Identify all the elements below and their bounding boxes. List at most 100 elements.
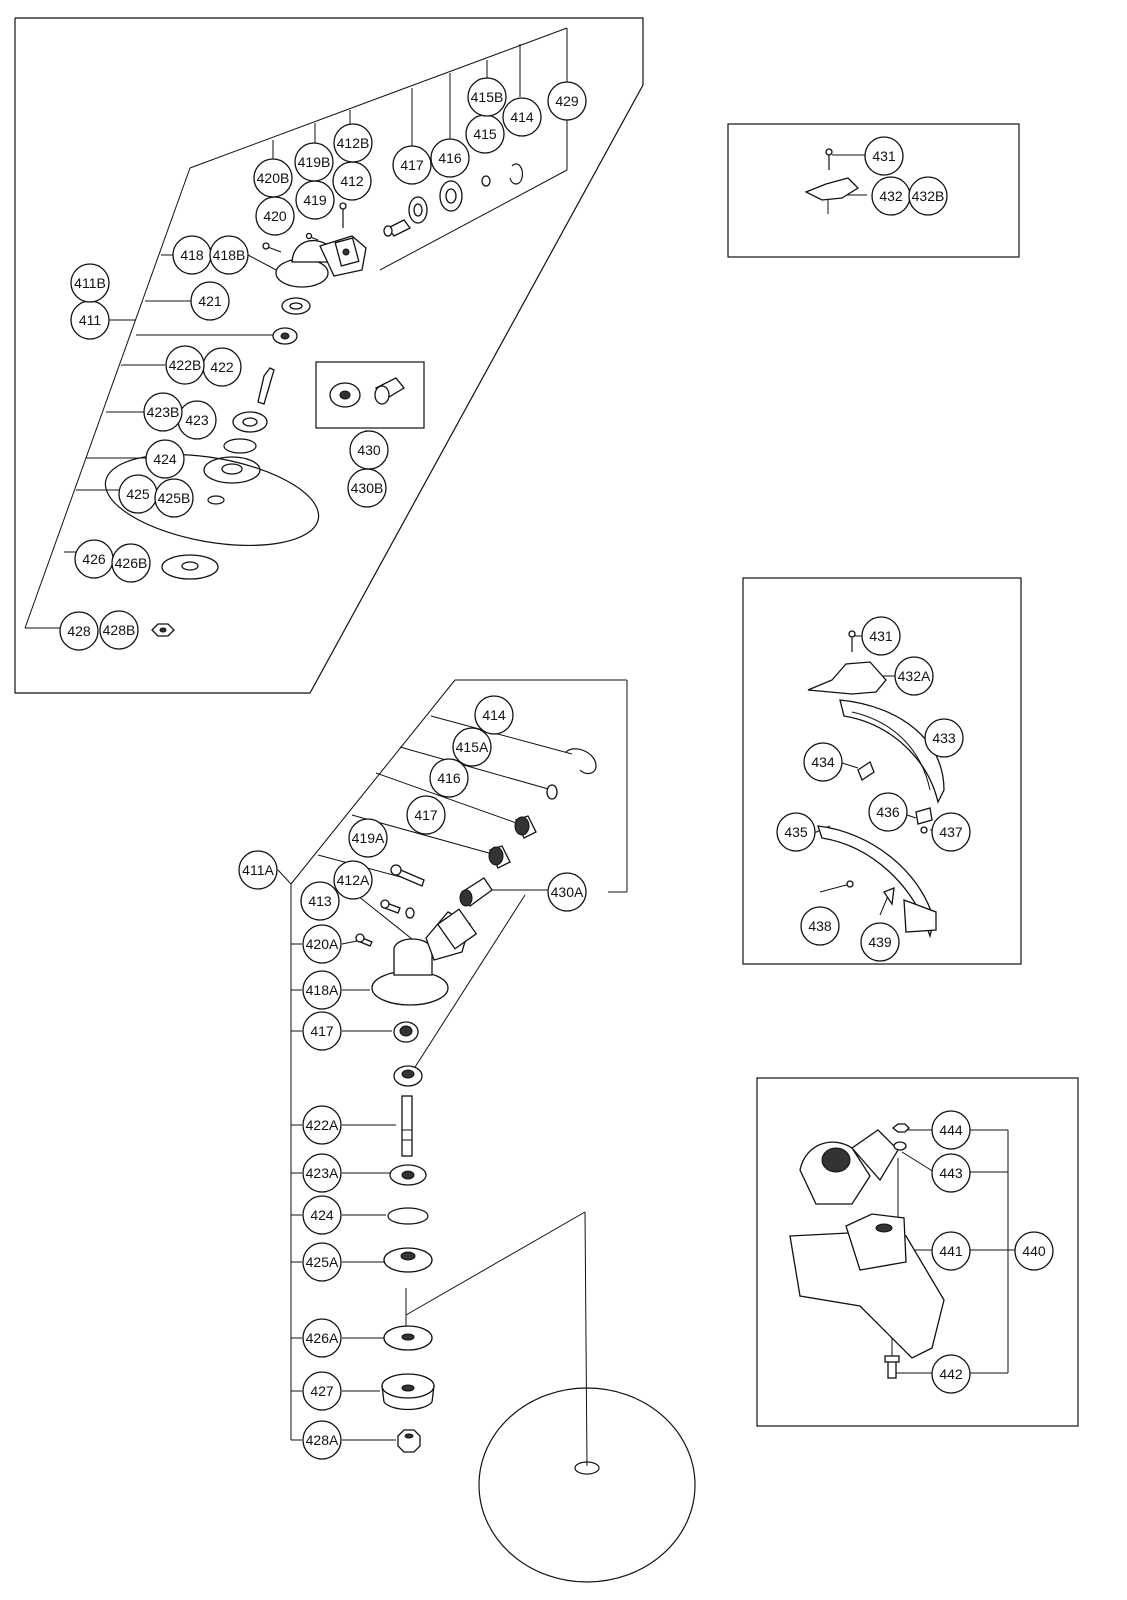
callout-415A: 415A bbox=[452, 727, 492, 767]
callout-circle bbox=[111, 543, 151, 583]
callout-circle bbox=[165, 345, 205, 385]
callout-circle bbox=[931, 1153, 971, 1193]
callout-417b: 417 bbox=[406, 795, 446, 835]
callout-417a: 417 bbox=[392, 145, 432, 185]
callout-circle bbox=[302, 1011, 342, 1051]
part-pin-438 bbox=[846, 880, 854, 888]
callout-414a: 414 bbox=[502, 97, 542, 137]
part-screw-420A bbox=[355, 933, 373, 947]
callout-label: 430A bbox=[551, 884, 584, 900]
part-holder-425A bbox=[383, 1247, 433, 1273]
part-bracket-432 bbox=[804, 177, 860, 214]
callout-label: 411 bbox=[79, 312, 102, 328]
callout-circle bbox=[302, 924, 342, 964]
callout-label: 439 bbox=[868, 934, 892, 950]
callout-circle bbox=[392, 145, 432, 185]
part-blade-disc-lower bbox=[478, 1387, 696, 1583]
callout-label: 411A bbox=[242, 862, 274, 878]
callout-420A: 420A bbox=[302, 924, 342, 964]
callout-circle bbox=[253, 158, 293, 198]
callout-circle bbox=[59, 611, 99, 651]
part-bolt-412A bbox=[380, 899, 401, 914]
frame-guard-box bbox=[742, 577, 1022, 965]
callout-label: 440 bbox=[1022, 1243, 1046, 1259]
callout-circle bbox=[860, 922, 900, 962]
callout-label: 418A bbox=[306, 982, 339, 998]
callout-circle bbox=[347, 468, 387, 508]
part-nut-413 bbox=[405, 907, 415, 919]
part-snap-ring-414-mid bbox=[565, 748, 597, 775]
part-cutter-439 bbox=[883, 886, 895, 906]
callout-circle bbox=[452, 727, 492, 767]
callout-label: 412A bbox=[337, 872, 370, 888]
callout-circle bbox=[294, 142, 334, 182]
callout-circle bbox=[1014, 1231, 1054, 1271]
callout-label: 420A bbox=[306, 936, 339, 952]
callout-431b: 431 bbox=[861, 616, 901, 656]
callout-426: 426 bbox=[74, 539, 114, 579]
callout-label: 431 bbox=[869, 628, 893, 644]
part-circlip-424-mid bbox=[387, 1207, 429, 1225]
part-blade-disc-top bbox=[104, 453, 320, 547]
callout-label: 441 bbox=[939, 1243, 963, 1259]
part-bearing-416-a bbox=[408, 196, 428, 224]
callout-circle bbox=[190, 281, 230, 321]
part-screw-431-guard bbox=[848, 630, 856, 652]
callout-423: 423 bbox=[177, 400, 217, 440]
callout-432B: 432B bbox=[908, 176, 948, 216]
callout-label: 443 bbox=[939, 1165, 963, 1181]
callout-label: 415A bbox=[456, 739, 489, 755]
callout-413: 413 bbox=[300, 881, 340, 921]
callout-circle bbox=[406, 795, 446, 835]
callout-label: 429 bbox=[555, 93, 579, 109]
callout-429: 429 bbox=[547, 81, 587, 121]
callout-425: 425 bbox=[118, 474, 158, 514]
callout-label: 413 bbox=[308, 893, 332, 909]
callout-426A: 426A bbox=[302, 1318, 342, 1358]
part-washer-415 bbox=[481, 175, 491, 187]
callout-label: 415 bbox=[473, 126, 497, 142]
callout-430B: 430B bbox=[347, 468, 387, 508]
callout-419: 419 bbox=[295, 180, 335, 220]
callout-label: 416 bbox=[437, 770, 461, 786]
callout-circle bbox=[300, 881, 340, 921]
callout-label: 412B bbox=[337, 135, 370, 151]
callout-circle bbox=[803, 742, 843, 782]
callout-label: 437 bbox=[939, 824, 963, 840]
part-snap-ring-414 bbox=[509, 163, 523, 185]
callout-424b: 424 bbox=[302, 1195, 342, 1235]
callout-label: 424 bbox=[153, 451, 177, 467]
callout-425A: 425A bbox=[302, 1242, 342, 1282]
callout-label: 421 bbox=[198, 293, 222, 309]
callout-label: 416 bbox=[438, 150, 462, 166]
part-bearing-416-b bbox=[439, 180, 463, 212]
callout-432A: 432A bbox=[894, 656, 934, 696]
callout-circle bbox=[302, 1242, 342, 1282]
callout-circle bbox=[99, 610, 139, 650]
callout-circle bbox=[302, 1105, 342, 1145]
callout-circle bbox=[931, 1354, 971, 1394]
callout-label: 417 bbox=[414, 807, 438, 823]
callout-circle bbox=[547, 872, 587, 912]
part-nut-428A bbox=[397, 1429, 421, 1453]
callout-419B: 419B bbox=[294, 142, 334, 182]
callout-circle bbox=[908, 176, 948, 216]
part-screw-419 bbox=[305, 232, 319, 241]
part-guard-441 bbox=[789, 1213, 945, 1359]
callout-circle bbox=[547, 81, 587, 121]
callout-440: 440 bbox=[1014, 1231, 1054, 1271]
part-gear-kit-430 bbox=[329, 377, 405, 408]
part-nut-444 bbox=[891, 1123, 910, 1133]
callout-412A: 412A bbox=[333, 860, 373, 900]
callout-circle bbox=[145, 439, 185, 479]
callout-432: 432 bbox=[871, 176, 911, 216]
part-bracket-432A bbox=[807, 661, 887, 695]
callout-428A: 428A bbox=[302, 1420, 342, 1460]
callout-circle bbox=[864, 136, 904, 176]
callout-439: 439 bbox=[860, 922, 900, 962]
callout-label: 420B bbox=[257, 170, 290, 186]
callout-412B: 412B bbox=[333, 123, 373, 163]
callout-circle bbox=[474, 695, 514, 735]
callout-label: 424 bbox=[310, 1207, 334, 1223]
callout-circle bbox=[302, 1153, 342, 1193]
